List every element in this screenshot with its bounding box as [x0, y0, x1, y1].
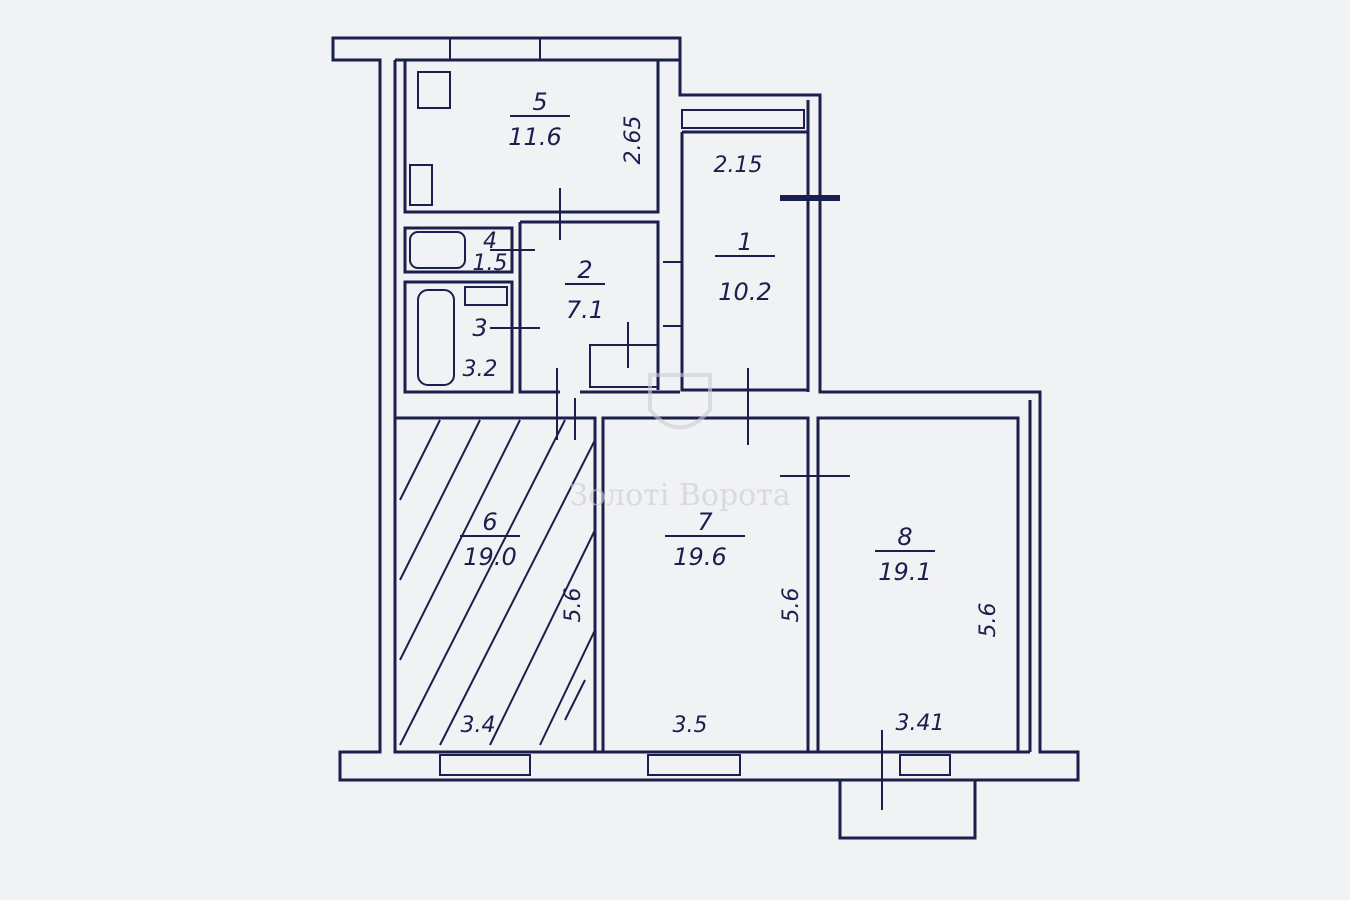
room-7-area: 19.6	[673, 543, 726, 571]
room-6-area: 19.0	[463, 543, 516, 571]
room-7-number: 7	[697, 508, 713, 536]
dim-room8-width: 3.41	[896, 711, 945, 736]
dim-room6-width: 3.4	[461, 713, 496, 738]
room-4-number: 4	[483, 229, 497, 254]
room-1-number: 1	[737, 228, 752, 256]
dim-room6-length: 5.6	[561, 588, 586, 623]
dim-room8-length: 5.6	[976, 603, 1001, 638]
room-1-area: 10.2	[718, 278, 771, 306]
room-4-area: 1.5	[473, 251, 508, 276]
room-5-area: 11.6	[508, 123, 561, 151]
room-5-number: 5	[532, 88, 547, 116]
dim-room1-width: 2.15	[714, 153, 763, 178]
room-8-area: 19.1	[878, 558, 931, 586]
dim-room7-length: 5.6	[779, 588, 804, 623]
room-6-number: 6	[482, 508, 497, 536]
watermark: Золоті Ворота	[569, 373, 791, 513]
room-2-number: 2	[577, 256, 592, 284]
hatching-room-6	[399, 419, 596, 746]
dimension-labels: 2.65 2.15 5.6 5.6 5.6 3.4 3.5 3.41	[461, 116, 1002, 738]
dim-room7-width: 3.5	[673, 713, 708, 738]
balcony	[838, 778, 977, 840]
door-marks	[490, 188, 883, 810]
room-3-area: 3.2	[463, 357, 498, 382]
room-8-number: 8	[897, 523, 912, 551]
room-labels: 1 10.2 2 7.1 3 3.2 4 1.5 5 11.6 6 19.0 7…	[460, 88, 935, 586]
shield-icon	[648, 373, 712, 430]
dim-kitchen-depth: 2.65	[621, 116, 646, 165]
room-3-number: 3	[472, 314, 487, 342]
watermark-text: Золоті Ворота	[569, 478, 791, 513]
room-2-area: 7.1	[566, 296, 604, 324]
